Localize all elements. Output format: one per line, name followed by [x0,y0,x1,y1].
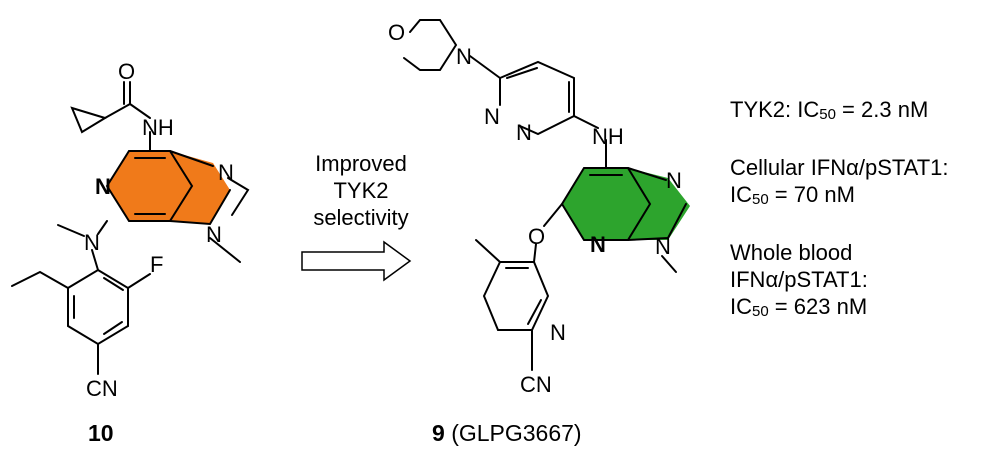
cellular-ic50: Cellular IFNα/pSTAT1: IC50 = 70 nM [730,154,990,213]
arrow-label-line-1: Improved [315,151,407,176]
compound-9-name: (GLPG3667) [451,420,582,446]
tyk2-ic50-value: = 2.3 nM [835,97,929,122]
right-nh: NH [592,124,624,149]
compound-10-label: 10 [88,420,114,447]
tyk2-ic50-subscript: 50 [819,106,836,123]
left-core-highlight-imidazole [170,151,230,224]
whole-blood-label-1: Whole blood [730,240,853,265]
arrow-label-line-3: selectivity [313,205,409,230]
compound-9-number: 9 [432,420,445,446]
ether-oxygen: O [528,224,545,249]
left-imidazole-n-bottom: N [206,222,222,247]
left-nitrile: CN [86,376,118,401]
left-fluorine: F [150,252,163,277]
reaction-arrow [301,240,412,282]
left-ring-nitrogen: N [95,174,111,199]
left-amine-nitrogen: N [84,230,100,255]
compound-10-number: 10 [88,420,114,446]
arrow-label-line-2: TYK2 [333,178,389,203]
left-nh: NH [142,115,174,140]
cellular-ic50-subscript: 50 [752,191,769,208]
right-nitrile: CN [520,372,552,397]
right-ring-nitrogen: N [590,232,606,257]
morpholine-oxygen: O [388,20,405,45]
pyridine-nitrogen: N [550,320,566,345]
left-oxygen: O [118,59,135,84]
morpholine-nitrogen: N [456,44,472,69]
arrow-label: Improved TYK2 selectivity [296,150,426,231]
right-core-highlight [562,168,650,240]
left-core-highlight [107,151,192,221]
whole-blood-ic50: Whole blood IFNα/pSTAT1: IC50 = 623 nM [730,239,990,325]
right-imidazole-n-top: N [666,168,682,193]
left-imidazole-n-top: N [218,160,234,185]
tyk2-ic50-prefix: TYK2: IC [730,97,820,122]
pyridazine-nitrogen-1: N [484,104,500,129]
compound-9-label: 9 (GLPG3667) [432,420,582,447]
whole-blood-label-2: IFNα/pSTAT1: [730,267,868,292]
right-core-highlight-imidazole [628,168,690,240]
whole-blood-ic50-prefix: IC [730,294,752,319]
potency-panel: TYK2: IC50 = 2.3 nM Cellular IFNα/pSTAT1… [730,96,990,351]
tyk2-ic50: TYK2: IC50 = 2.3 nM [730,96,990,128]
pyridazine-nitrogen-2: N [516,120,532,145]
compound-10-structure: O NH N N N N F CN [11,59,250,401]
right-imidazole-n-bottom: N [655,234,671,259]
cellular-ic50-value: = 70 nM [768,182,855,207]
whole-blood-ic50-subscript: 50 [752,303,769,320]
cellular-assay-label: Cellular IFNα/pSTAT1: [730,155,949,180]
compound-9-structure: O N N N NH N N N O N CN [388,19,690,397]
cellular-ic50-prefix: IC [730,182,752,207]
whole-blood-ic50-value: = 623 nM [768,294,868,319]
